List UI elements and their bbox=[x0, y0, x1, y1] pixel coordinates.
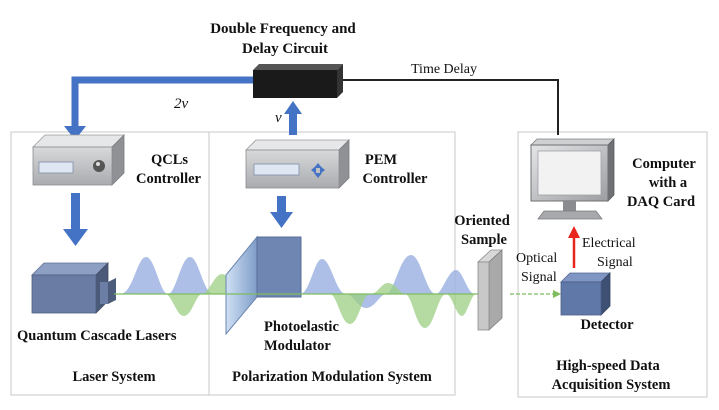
optical-label-line1: Optical bbox=[516, 251, 557, 266]
modulator-label-line1: Photoelastic bbox=[264, 319, 339, 335]
pem-controller-label-line1: PEM bbox=[365, 152, 398, 168]
detector-label: Detector bbox=[580, 317, 634, 333]
two-v-arrowhead bbox=[64, 126, 86, 140]
pem-controller-device bbox=[245, 139, 350, 189]
detector-device bbox=[560, 272, 611, 316]
qcl-controller-device bbox=[32, 134, 125, 186]
computer-label-line3: DAQ Card bbox=[627, 194, 695, 210]
circuit-label-line2: Delay Circuit bbox=[242, 41, 328, 57]
electrical-label-line1: Electrical bbox=[582, 236, 636, 251]
blue-wave-2 bbox=[300, 255, 475, 308]
computer-monitor bbox=[530, 138, 615, 220]
delay-circuit-box bbox=[253, 64, 343, 98]
qcl-controller-label-line1: QCLs bbox=[151, 152, 188, 168]
qcl-drive-arrowhead bbox=[63, 229, 88, 246]
electrical-label-line2: Signal bbox=[597, 255, 633, 270]
laser-system-label: Laser System bbox=[72, 369, 155, 385]
two-v-label: 2v bbox=[174, 96, 189, 112]
beam-arrowhead bbox=[553, 290, 561, 298]
qcl-drive-arrow-shaft bbox=[71, 193, 80, 231]
daq-system-label-line1: High-speed Data bbox=[556, 358, 660, 374]
pem-drive-arrow-shaft bbox=[277, 196, 286, 214]
time-delay-line bbox=[342, 79, 559, 135]
daq-system-label-line2: Acquisition System bbox=[552, 377, 671, 393]
sample-label-line1: Oriented bbox=[454, 213, 510, 229]
optical-label-line2: Signal bbox=[521, 270, 557, 285]
laser-device bbox=[31, 262, 116, 314]
electrical-signal-arrowhead bbox=[568, 226, 580, 238]
time-delay-label: Time Delay bbox=[411, 62, 477, 77]
modulator-label-line2: Modulator bbox=[264, 338, 331, 354]
direction-pad-icon bbox=[311, 163, 325, 178]
blue-wave-1 bbox=[120, 257, 214, 294]
pem-plate bbox=[225, 235, 302, 336]
v-arrowhead bbox=[284, 101, 302, 114]
laser-label: Quantum Cascade Lasers bbox=[17, 328, 177, 344]
v-arrow-shaft bbox=[289, 113, 297, 135]
sample-label-line2: Sample bbox=[461, 232, 507, 248]
daq-system-panel bbox=[517, 131, 708, 398]
computer-label-line1: Computer bbox=[632, 156, 696, 172]
two-v-line bbox=[71, 76, 253, 128]
knob-icon bbox=[93, 160, 105, 172]
pm-system-panel bbox=[208, 131, 456, 396]
qcl-controller-label-line2: Controller bbox=[136, 171, 202, 187]
v-label: v bbox=[275, 110, 282, 126]
pem-controller-label-line2: Controller bbox=[363, 171, 429, 187]
sample-plate bbox=[476, 249, 504, 331]
circuit-label-line1: Double Frequency and bbox=[210, 21, 356, 37]
computer-label-line2: with a bbox=[649, 175, 688, 191]
pem-drive-arrowhead bbox=[270, 212, 293, 228]
pm-system-label: Polarization Modulation System bbox=[232, 369, 432, 385]
green-wave-1 bbox=[165, 274, 242, 316]
